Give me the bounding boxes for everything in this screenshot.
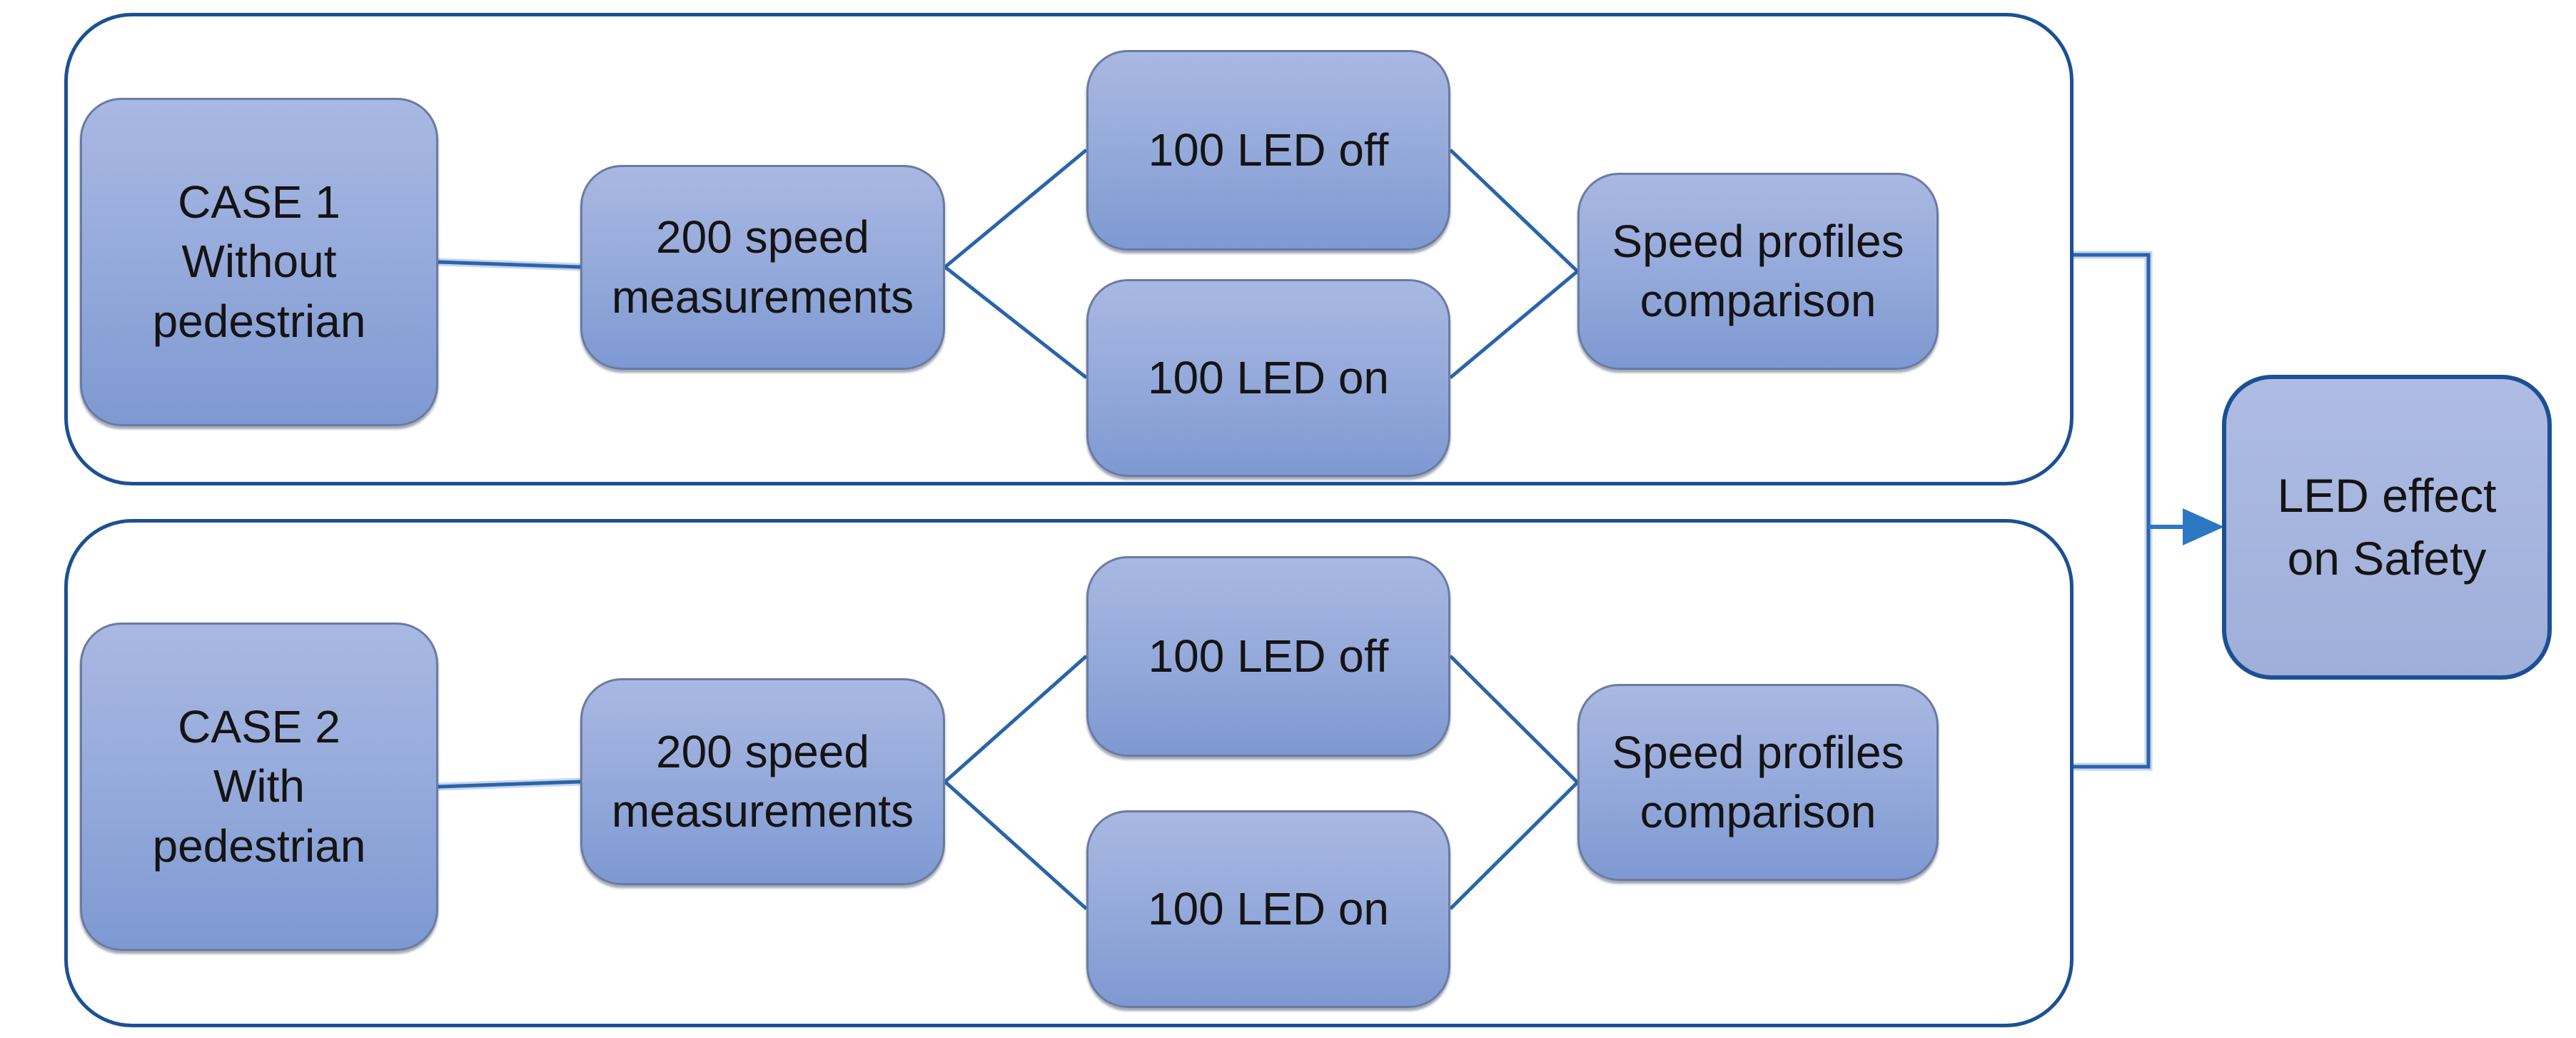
connector-case1-speed	[438, 260, 581, 269]
speed-profiles-comparison-box-bottom: Speed profiles comparison	[1577, 684, 1939, 881]
case1-group-container	[64, 13, 2074, 485]
connector-junction-bracket	[2072, 253, 2151, 769]
led-off-box-top: 100 LED off	[1086, 50, 1450, 251]
connector-ledon-comparison-top	[1449, 270, 1579, 379]
connector-speed-ledoff-bottom	[944, 655, 1088, 783]
led-on-box-bottom: 100 LED on	[1086, 810, 1450, 1008]
connector-ledoff-comparison-top	[1449, 148, 1579, 273]
halo-junction	[2072, 251, 2153, 771]
connector-ledon-comparison-bottom	[1449, 781, 1579, 910]
case1-box: CASE 1 Without pedestrian	[80, 98, 438, 426]
speed-measurements-box-bottom: 200 speed measurements	[580, 678, 945, 885]
case2-group-container	[64, 519, 2074, 1027]
connector-case2-speed	[438, 780, 581, 789]
connector-speed-ledoff-top	[944, 148, 1088, 268]
led-on-box-top: 100 LED on	[1086, 279, 1450, 477]
led-off-box-bottom: 100 LED off	[1086, 556, 1450, 757]
connector-speed-ledon-bottom	[944, 780, 1088, 910]
connector-ledoff-comparison-bottom	[1449, 655, 1579, 784]
connector-speed-ledon-top	[944, 266, 1088, 379]
arrowhead-icon	[2183, 508, 2224, 545]
case2-box: CASE 2 With pedestrian	[80, 623, 438, 951]
led-effect-on-safety-box: LED effect on Safety	[2222, 375, 2552, 680]
speed-measurements-box-top: 200 speed measurements	[580, 165, 945, 370]
speed-profiles-comparison-box-top: Speed profiles comparison	[1577, 173, 1939, 370]
